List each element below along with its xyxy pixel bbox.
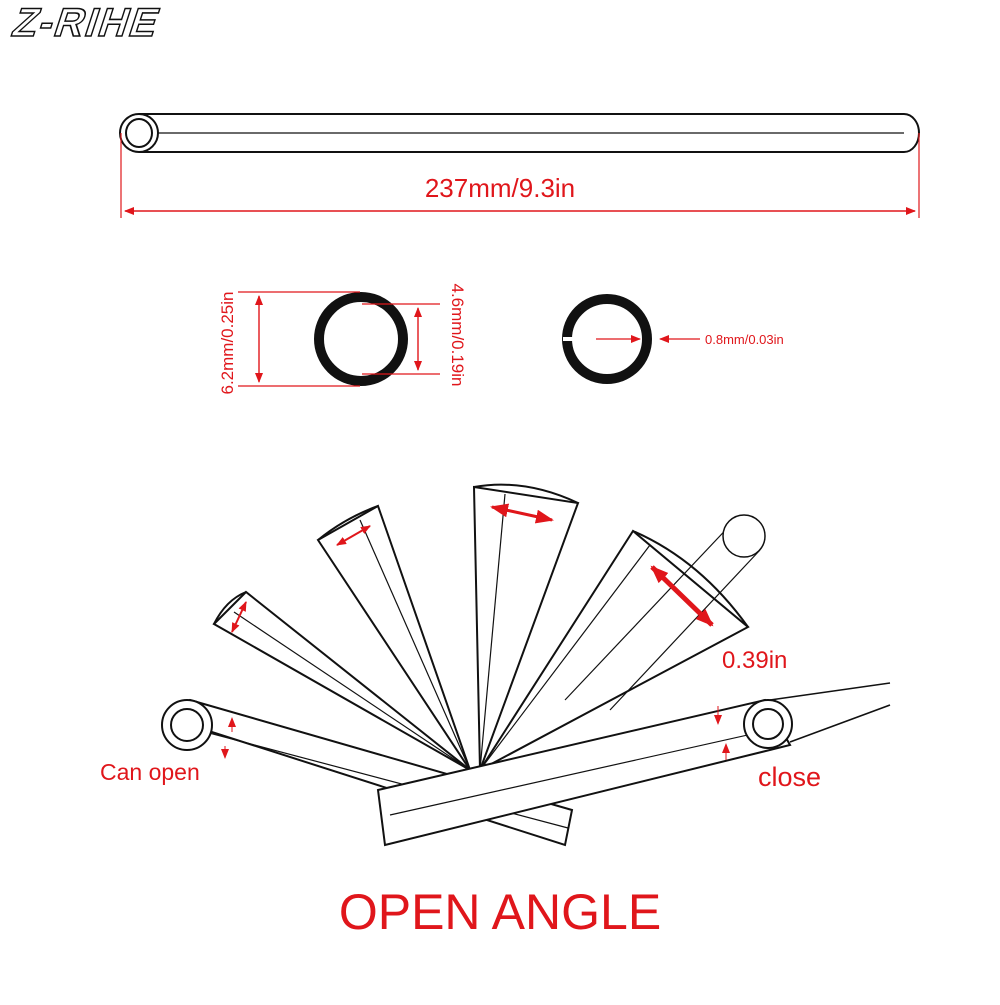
tube-left-end-inner	[170, 708, 204, 742]
open-width-label: 0.39in	[722, 647, 787, 674]
length-label: 237mm/9.3in	[425, 173, 575, 203]
tube-end-inner	[125, 118, 153, 148]
close-label: close	[758, 762, 821, 792]
tube-close-right	[376, 682, 891, 847]
caption-open-angle: OPEN ANGLE	[339, 884, 661, 940]
open-width-arrow-main	[650, 565, 714, 627]
inner-diameter-label: 4.6mm/0.19in	[448, 284, 467, 387]
tube-right-body	[376, 698, 792, 847]
outer-diameter-label: 6.2mm/0.25in	[218, 292, 237, 395]
open-width-arrows	[221, 503, 730, 760]
tube-right-end-inner	[752, 708, 784, 740]
open-angle-illustration	[161, 483, 891, 847]
fan-blade-3	[472, 483, 580, 771]
brand-logo-text: Z-RIHE	[7, 0, 167, 45]
fan-blade-2	[316, 504, 471, 771]
cross-section-diameters: 6.2mm/0.25in 4.6mm/0.19in	[218, 284, 467, 395]
length-dimension: 237mm/9.3in	[120, 133, 920, 218]
slit-width-label: 0.8mm/0.03in	[705, 332, 784, 347]
ghost-tube	[564, 514, 766, 711]
tube-length-view	[119, 113, 920, 153]
fan-blade-1	[212, 590, 471, 771]
cross-section-slit: 0.8mm/0.03in	[562, 294, 784, 384]
slit-gap	[563, 337, 573, 341]
can-open-label: Can open	[100, 759, 200, 785]
brand-logo: Z-RIHE	[6, 0, 167, 46]
cross-section-ring	[314, 292, 408, 386]
